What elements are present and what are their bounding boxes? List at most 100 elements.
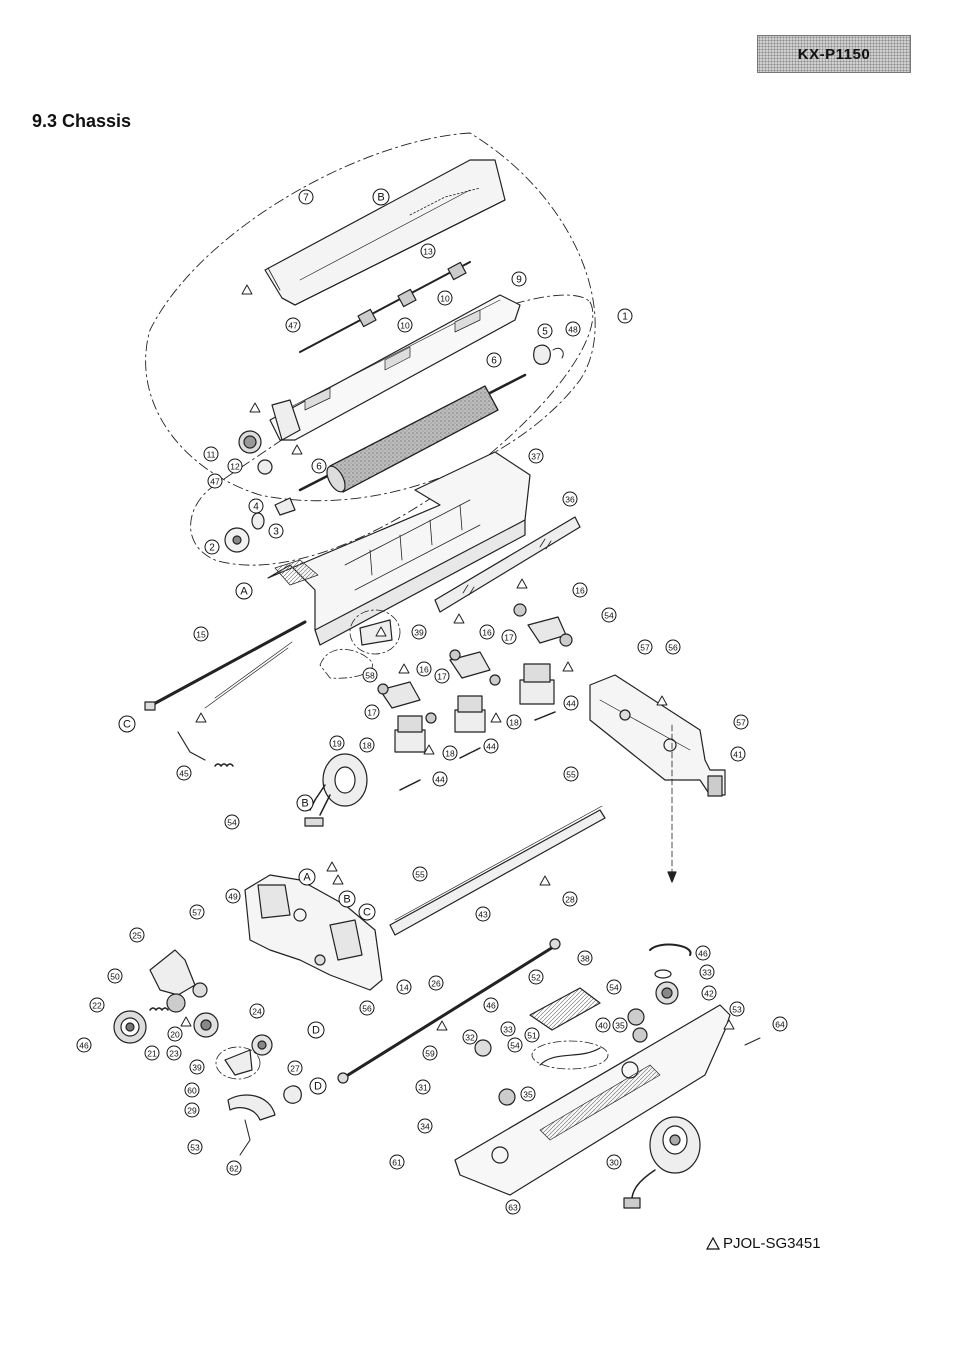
- callout-label: 17: [367, 708, 377, 718]
- callout-label: 1: [622, 312, 628, 323]
- callout-label: 51: [527, 1031, 537, 1041]
- part-callout-57: 57: [189, 904, 205, 920]
- callout-label: 3: [273, 527, 279, 538]
- callout-label: 2: [209, 543, 215, 554]
- part-callout-6: 6: [311, 458, 327, 474]
- callout-label: 47: [288, 321, 298, 331]
- callout-label: 10: [400, 321, 410, 331]
- part-callout-57: 57: [637, 639, 653, 655]
- assembly-letter-C: C: [118, 715, 136, 733]
- callout-label: 19: [332, 739, 342, 749]
- callout-label: 5: [542, 327, 548, 338]
- part-callout-46: 46: [695, 945, 711, 961]
- part-callout-37: 37: [528, 448, 544, 464]
- head-modules: [377, 603, 573, 791]
- callout-label: 36: [565, 495, 575, 505]
- assembly-letter-B: B: [372, 188, 390, 206]
- callout-label: 62: [229, 1164, 239, 1174]
- part-callout-55: 55: [563, 766, 579, 782]
- callout-label: 54: [227, 818, 237, 828]
- callout-label: 27: [290, 1064, 300, 1074]
- callout-label: 45: [179, 769, 189, 779]
- part-callout-17: 17: [434, 668, 450, 684]
- callout-label: 61: [392, 1158, 402, 1168]
- part-callout-44: 44: [483, 738, 499, 754]
- part-callout-18: 18: [506, 714, 522, 730]
- callout-label: 52: [531, 973, 541, 983]
- assembly-letter-C: C: [358, 903, 376, 921]
- part-callout-58: 58: [362, 667, 378, 683]
- callout-label: 15: [196, 630, 206, 640]
- part-callout-18: 18: [442, 745, 458, 761]
- callout-label: 39: [192, 1063, 202, 1073]
- callout-label: C: [363, 907, 371, 919]
- footnote-text: PJOL-SG3451: [723, 1235, 821, 1252]
- part-callout-47: 47: [207, 473, 223, 489]
- part-callout-27: 27: [287, 1060, 303, 1076]
- callout-label: 55: [415, 870, 425, 880]
- part-callout-43: 43: [475, 906, 491, 922]
- safety-triangles: [180, 284, 735, 1031]
- part-callout-17: 17: [501, 629, 517, 645]
- part-callout-16: 16: [572, 582, 588, 598]
- assembly-letter-B: B: [338, 890, 356, 908]
- part-callout-18: 18: [359, 737, 375, 753]
- part-callout-54: 54: [507, 1037, 523, 1053]
- part-callout-49: 49: [225, 888, 241, 904]
- callout-label: 49: [228, 892, 238, 902]
- callout-label: D: [314, 1081, 322, 1093]
- callout-label: 12: [230, 462, 240, 472]
- callout-label: 18: [362, 741, 372, 751]
- callout-label: A: [303, 872, 311, 884]
- sensor-part: [359, 619, 393, 646]
- lower-shaft: [337, 938, 561, 1084]
- part-callout-15: 15: [193, 626, 209, 642]
- callout-label: 35: [615, 1021, 625, 1031]
- callout-label: 17: [504, 633, 514, 643]
- part-callout-32: 32: [462, 1029, 478, 1045]
- part-callout-57: 57: [733, 714, 749, 730]
- callout-label: 7: [303, 193, 309, 204]
- part-callout-9: 9: [511, 271, 527, 287]
- callout-label: 59: [425, 1049, 435, 1059]
- part-callout-61: 61: [389, 1154, 405, 1170]
- callout-label: 64: [775, 1020, 785, 1030]
- callout-label: 14: [399, 983, 409, 993]
- gear-train: [113, 949, 273, 1056]
- part-callout-16: 16: [479, 624, 495, 640]
- callout-label: 33: [503, 1025, 513, 1035]
- part-callout-38: 38: [577, 950, 593, 966]
- platen-assembly-enclosure: [190, 294, 594, 566]
- callout-label: 29: [187, 1106, 197, 1116]
- callout-label: 43: [478, 910, 488, 920]
- sensor-wire-group: [319, 648, 373, 679]
- part-callout-54: 54: [601, 607, 617, 623]
- callout-label: 63: [508, 1203, 518, 1213]
- right-bracket: [589, 674, 726, 797]
- part-callout-41: 41: [730, 746, 746, 762]
- callout-label: 35: [523, 1090, 533, 1100]
- part-callout-63: 63: [505, 1199, 521, 1215]
- callout-label: 30: [609, 1158, 619, 1168]
- part-callout-5: 5: [537, 323, 553, 339]
- callout-label: B: [377, 192, 384, 204]
- part-callout-23: 23: [166, 1045, 182, 1061]
- callout-label: 24: [252, 1007, 262, 1017]
- part-callout-14: 14: [396, 979, 412, 995]
- part-callout-56: 56: [359, 1000, 375, 1016]
- callout-label: 60: [187, 1086, 197, 1096]
- callout-label: 41: [733, 750, 743, 760]
- callout-label: 6: [491, 356, 497, 367]
- callout-label: 31: [418, 1083, 428, 1093]
- part-callout-25: 25: [129, 927, 145, 943]
- callout-label: 54: [510, 1041, 520, 1051]
- long-bar: [389, 805, 606, 936]
- part-callout-40: 40: [595, 1017, 611, 1033]
- callout-label: 48: [568, 325, 578, 335]
- part-callout-28: 28: [562, 891, 578, 907]
- part-callout-39: 39: [189, 1059, 205, 1075]
- part-callout-62: 62: [226, 1160, 242, 1176]
- ribbon-strip: [434, 516, 581, 613]
- harness-circle: [531, 1040, 609, 1070]
- part-callout-56: 56: [665, 639, 681, 655]
